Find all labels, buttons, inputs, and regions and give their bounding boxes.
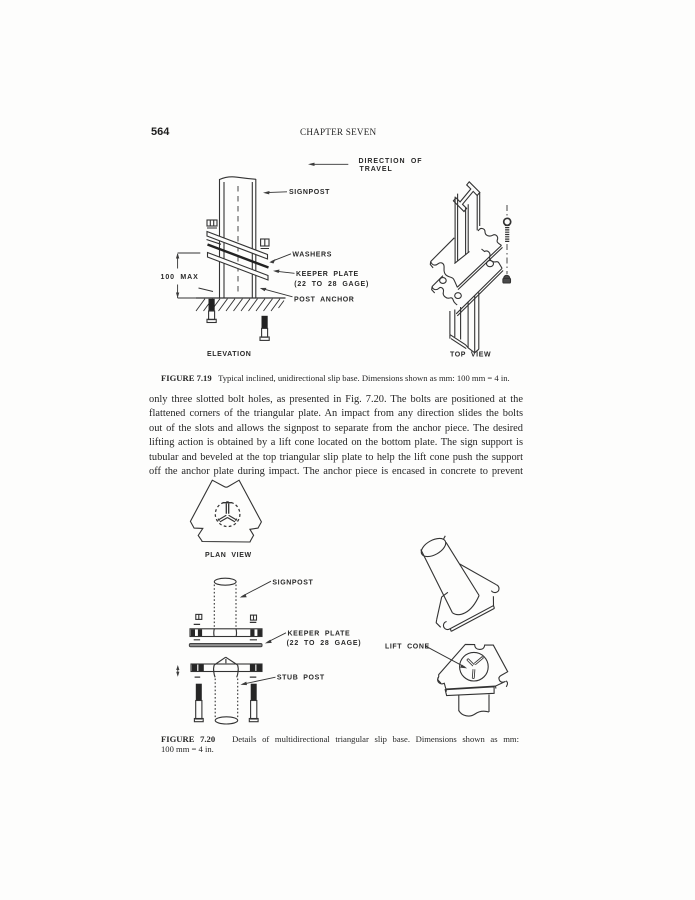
- svg-text:POST ANCHOR: POST ANCHOR: [294, 296, 354, 303]
- svg-text:KEEPER PLATE: KEEPER PLATE: [296, 271, 359, 278]
- svg-text:SIGNPOST: SIGNPOST: [289, 189, 330, 196]
- svg-text:(22 TO 28 GAGE): (22 TO 28 GAGE): [294, 281, 369, 288]
- svg-text:TOP VIEW: TOP VIEW: [450, 352, 491, 359]
- svg-text:STUB POST: STUB POST: [277, 675, 325, 682]
- svg-text:100 MAX: 100 MAX: [161, 274, 199, 281]
- svg-text:LIFT CONE: LIFT CONE: [385, 643, 430, 650]
- svg-text:TRAVEL: TRAVEL: [360, 166, 393, 173]
- svg-text:PLAN VIEW: PLAN VIEW: [205, 552, 252, 559]
- svg-text:(22 TO 28 GAGE): (22 TO 28 GAGE): [287, 640, 362, 647]
- svg-text:KEEPER PLATE: KEEPER PLATE: [288, 630, 351, 637]
- svg-text:SIGNPOST: SIGNPOST: [272, 579, 313, 586]
- svg-text:ELEVATION: ELEVATION: [207, 351, 251, 358]
- svg-text:DIRECTION OF: DIRECTION OF: [359, 158, 423, 165]
- svg-text:WASHERS: WASHERS: [292, 251, 332, 258]
